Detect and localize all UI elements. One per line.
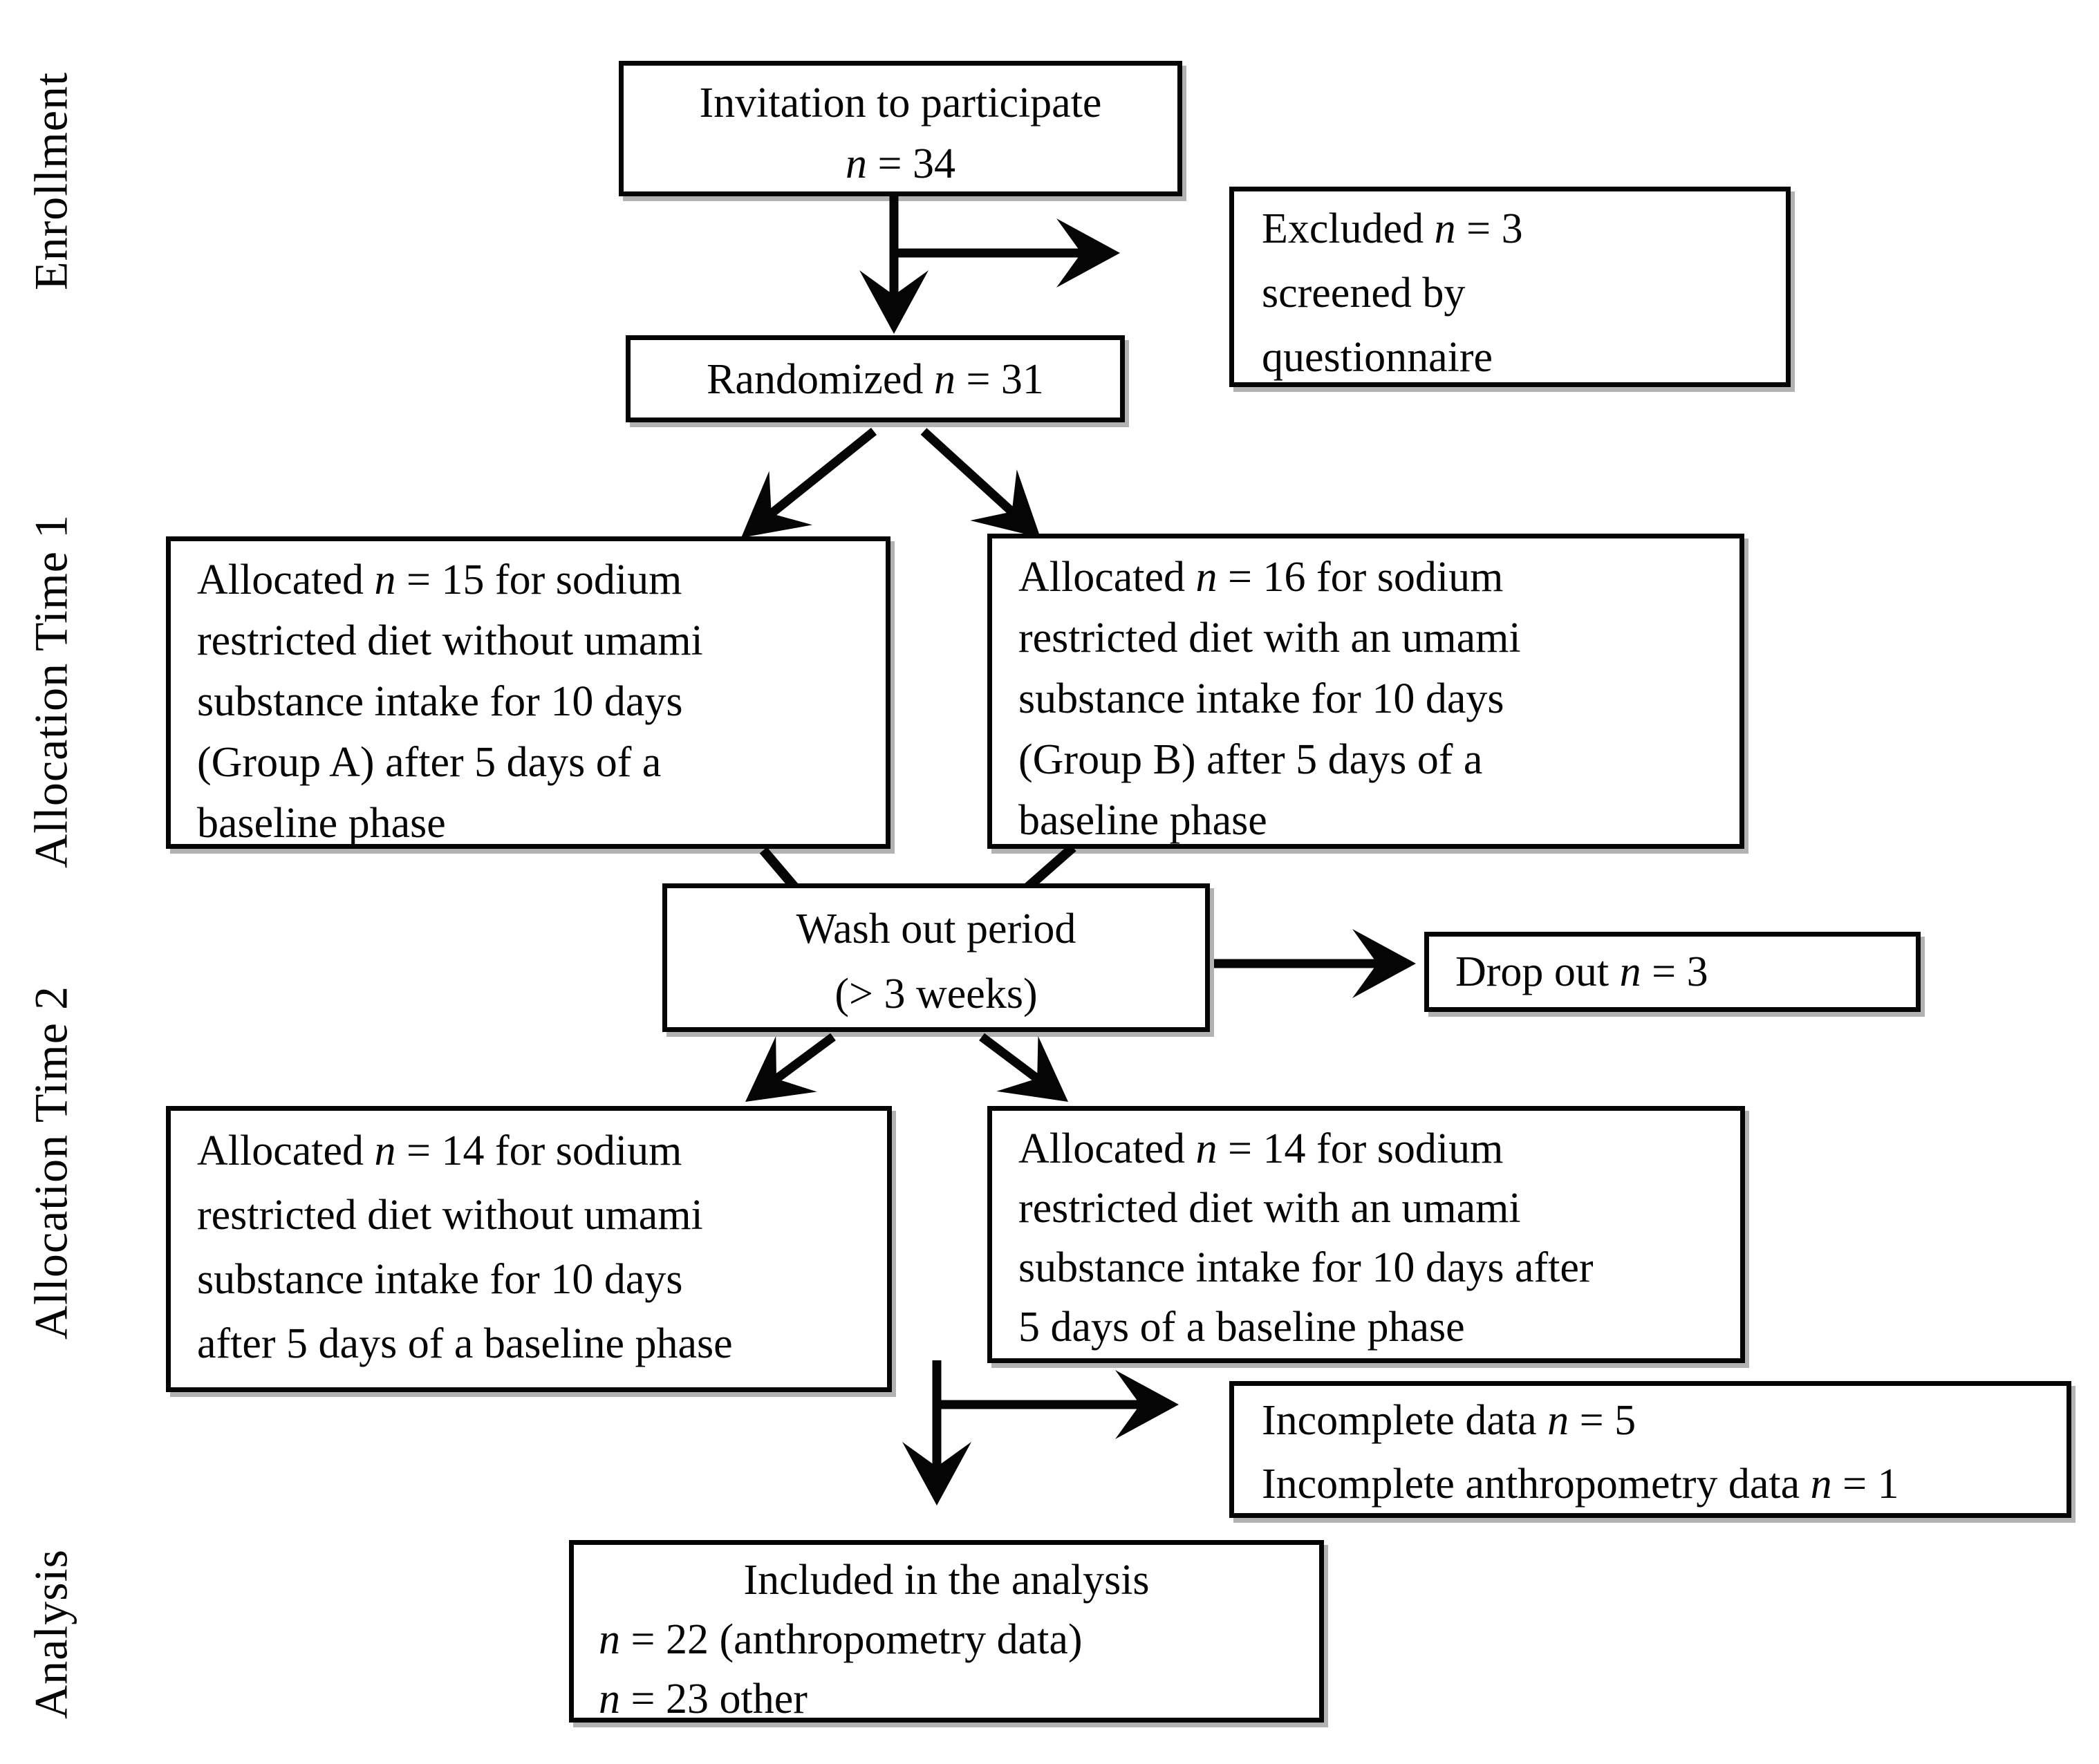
box-line: substance intake for 10 days	[1018, 675, 1504, 722]
flow-arrow	[940, 1370, 1179, 1439]
box-line: Excluded n = 3	[1262, 205, 1523, 252]
flow-arrow	[1024, 843, 1076, 892]
allocation-time2-without-umami-box: Allocated n = 14 for sodium restricted d…	[166, 1106, 892, 1392]
box-line: restricted diet without umami	[197, 1192, 703, 1239]
box-line: 5 days of a baseline phase	[1018, 1304, 1465, 1351]
box-line: substance intake for 10 days	[197, 1256, 683, 1303]
flow-arrow	[920, 428, 1041, 538]
box-line: restricted diet without umami	[197, 617, 703, 664]
box-line: baseline phase	[1018, 797, 1267, 844]
box-line: substance intake for 10 days after	[1018, 1244, 1594, 1291]
box-line: Incomplete anthropometry data n = 1	[1262, 1461, 1899, 1508]
flow-arrow	[902, 1360, 971, 1505]
flow-arrow	[859, 194, 929, 334]
washout-period-box: Wash out period (> 3 weeks)	[662, 883, 1210, 1032]
box-line: Incomplete data n = 5	[1262, 1397, 1636, 1444]
flow-arrow	[1214, 929, 1416, 998]
invitation-box: Invitation to participate n = 34	[619, 61, 1182, 196]
box-line: Allocated n = 14 for sodium	[197, 1127, 682, 1174]
box-line: substance intake for 10 days	[197, 678, 683, 725]
flow-arrow	[741, 427, 877, 538]
box-line: n = 34	[846, 140, 955, 187]
stage-label-allocation-time-1: Allocation Time 1	[24, 514, 77, 868]
box-line: Allocated n = 16 for sodium	[1018, 554, 1504, 601]
flow-arrow	[979, 1033, 1068, 1102]
stage-label-enrollment: Enrollment	[24, 72, 77, 290]
box-line: screened by	[1262, 270, 1466, 317]
incomplete-data-box: Incomplete data n = 5 Incomplete anthrop…	[1229, 1381, 2071, 1518]
box-line: Randomized n = 31	[707, 356, 1044, 403]
drop-out-box: Drop out n = 3	[1424, 932, 1921, 1012]
box-line: (> 3 weeks)	[834, 970, 1038, 1017]
excluded-box: Excluded n = 3 screened by questionnaire	[1229, 187, 1791, 387]
randomized-box: Randomized n = 31	[626, 335, 1125, 422]
box-line: Included in the analysis	[743, 1557, 1150, 1604]
box-line: n = 23 other	[599, 1676, 808, 1723]
box-line: Drop out n = 3	[1455, 948, 1708, 995]
stage-label-analysis: Analysis	[24, 1549, 77, 1719]
box-line: after 5 days of a baseline phase	[197, 1320, 733, 1367]
box-line: (Group A) after 5 days of a	[197, 739, 662, 786]
box-line: questionnaire	[1262, 334, 1493, 381]
box-line: Allocated n = 15 for sodium	[197, 556, 682, 603]
flow-arrow	[745, 1033, 836, 1102]
box-line: restricted diet with an umami	[1018, 614, 1521, 662]
box-line: restricted diet with an umami	[1018, 1185, 1521, 1232]
box-line: n = 22 (anthropometry data)	[599, 1616, 1083, 1663]
flow-arrow	[894, 218, 1120, 288]
box-line: Allocated n = 14 for sodium	[1018, 1125, 1504, 1172]
box-line: baseline phase	[197, 800, 446, 847]
box-line: Wash out period	[796, 906, 1076, 953]
box-line: (Group B) after 5 days of a	[1018, 736, 1483, 783]
stage-label-allocation-time-2: Allocation Time 2	[24, 986, 77, 1340]
allocation-time1-group-a-box: Allocated n = 15 for sodium restricted d…	[166, 536, 890, 849]
included-in-analysis-box: Included in the analysis n = 22 (anthrop…	[569, 1540, 1324, 1723]
allocation-time1-group-b-box: Allocated n = 16 for sodium restricted d…	[987, 534, 1744, 849]
flow-arrow	[759, 847, 799, 891]
box-line: Invitation to participate	[699, 79, 1102, 126]
allocation-time2-with-umami-box: Allocated n = 14 for sodium restricted d…	[987, 1106, 1745, 1363]
